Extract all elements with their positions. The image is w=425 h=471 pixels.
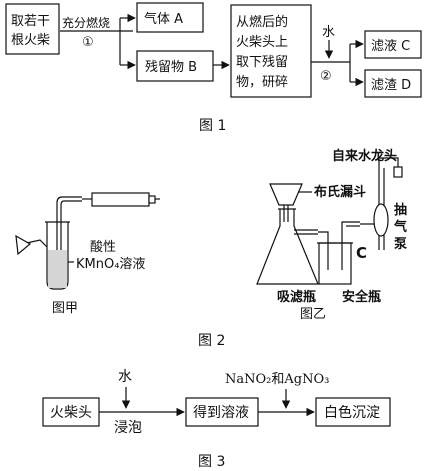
kmno4-solution xyxy=(48,250,67,288)
safety-bottle xyxy=(318,242,352,285)
water-label-1: 水 xyxy=(322,25,335,40)
faucet-pipe xyxy=(378,157,399,172)
faucet-label: 自来水龙头 xyxy=(332,148,397,164)
precipitate-box xyxy=(315,397,391,427)
filtrate-box xyxy=(364,30,422,59)
gas-box-text: 气体 A xyxy=(144,11,183,27)
match-head-text: 火柴头 xyxy=(50,405,92,421)
c-label: C xyxy=(356,244,367,262)
test-tube xyxy=(46,222,69,290)
residue2-box xyxy=(364,69,422,98)
figure2-caption: 图 2 xyxy=(198,333,225,349)
gas-box xyxy=(136,2,204,33)
step1-number: ① xyxy=(82,35,94,50)
pump-label-3: 泵 xyxy=(394,237,407,252)
process-line-1: 从燃后的 xyxy=(236,14,288,30)
pump-label-1: 抽 xyxy=(394,202,407,218)
figure-2-left-apparatus: 酸性 KMnO₄溶液 图甲 xyxy=(15,192,160,316)
buchner-funnel xyxy=(269,183,303,206)
suction-flask xyxy=(256,209,319,285)
start-box-line-2: 根火柴 xyxy=(11,33,50,48)
start-box-line-1: 取若干 xyxy=(11,13,50,29)
delivery-tube-inner xyxy=(60,200,82,258)
figure-1: 取若干 根火柴 充分燃烧 ① 气体 A 残留物 B 从燃后的 火柴头上 取下残留… xyxy=(5,2,422,134)
residue-box xyxy=(136,50,214,82)
figure3-caption: 图 3 xyxy=(198,454,225,470)
clamp-head xyxy=(15,234,32,256)
faucet-head xyxy=(393,166,403,178)
kmno4-label-line-1: 酸性 xyxy=(90,240,116,255)
solution-box xyxy=(185,397,259,427)
process-line-4: 物，研碎 xyxy=(236,75,288,90)
safety-label: 安全瓶 xyxy=(342,289,381,305)
figure1-caption: 图 1 xyxy=(199,118,226,134)
figure-2-right-apparatus: 布氏漏斗 C 自来水龙头 抽 气 泵 吸滤瓶 安全瓶 图乙 xyxy=(256,148,407,322)
safety-outlet-tube xyxy=(341,221,360,270)
reagent-label: NaNO₂和AgNO₃ xyxy=(225,372,329,387)
funnel-label: 布氏漏斗 xyxy=(314,184,366,200)
safety-inlet-tube xyxy=(318,231,329,270)
residue2-box-text: 滤渣 D xyxy=(371,78,411,93)
pump-body xyxy=(373,203,389,237)
figure-3: 火柴头 水 浸泡 得到溶液 NaNO₂和AgNO₃ 白色沉淀 图 3 xyxy=(42,369,391,470)
process-line-3: 取下残留 xyxy=(236,55,288,70)
match-head-box xyxy=(42,397,100,427)
residue-box-text: 残留物 B xyxy=(145,60,197,75)
flask-label: 吸滤瓶 xyxy=(277,289,316,305)
step2-number: ② xyxy=(320,69,332,84)
syringe-plunger xyxy=(148,195,156,204)
soak-label: 浸泡 xyxy=(114,420,142,436)
pump-label-2: 气 xyxy=(394,219,407,235)
filtrate-box-text: 滤液 C xyxy=(371,39,410,54)
process-box xyxy=(230,4,312,98)
step1-label: 充分燃烧 xyxy=(62,15,110,30)
precipitate-text: 白色沉淀 xyxy=(324,404,380,421)
solution-text: 得到溶液 xyxy=(193,404,249,421)
water-label-3: 水 xyxy=(118,369,132,385)
syringe-barrel xyxy=(91,192,150,207)
process-line-2: 火柴头上 xyxy=(236,35,288,50)
delivery-tube xyxy=(56,196,82,258)
figure2-left-caption: 图甲 xyxy=(52,301,78,316)
start-box xyxy=(5,3,60,55)
kmno4-label-line-2: KMnO₄溶液 xyxy=(76,257,145,272)
figure2-right-caption: 图乙 xyxy=(300,307,326,322)
